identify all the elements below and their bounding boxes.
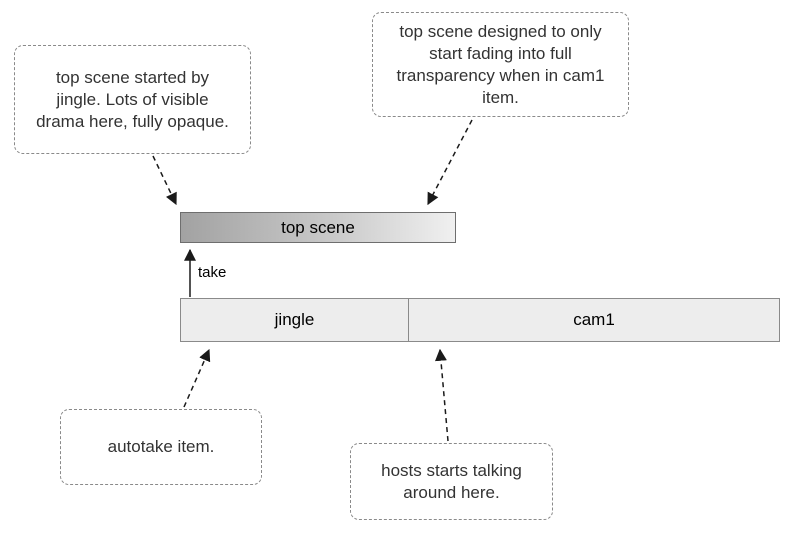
arrow-top-left-callout-to-top-scene [152, 155, 177, 206]
callout-autotake: autotake item. [60, 409, 262, 485]
bar-top-scene: top scene [180, 212, 456, 243]
bar-cam1: cam1 [409, 299, 779, 341]
bar-cam1-label: cam1 [573, 310, 615, 329]
bar-top-scene-label: top scene [281, 217, 355, 237]
callout-hosts-talking: hosts starts talking around here. [350, 443, 553, 520]
bar-row-timeline: jingle cam1 [180, 298, 780, 342]
callout-hosts-talking-text: hosts starts talking around here. [381, 460, 522, 502]
bar-jingle: jingle [181, 299, 409, 341]
callout-top-scene-start-text: top scene started by jingle. Lots of vis… [36, 67, 229, 131]
bar-jingle-label: jingle [274, 310, 315, 329]
callout-autotake-text: autotake item. [107, 437, 215, 456]
callout-top-scene-fade: top scene designed to only start fading … [372, 12, 629, 117]
arrow-top-right-callout-to-top-scene [427, 119, 473, 206]
arrow-autotake-callout-to-jingle [183, 348, 211, 408]
callout-top-scene-fade-text: top scene designed to only start fading … [396, 21, 605, 107]
arrow-hosts-callout-to-cam1 [434, 348, 449, 442]
callout-top-scene-start: top scene started by jingle. Lots of vis… [14, 45, 251, 154]
take-label: take [198, 264, 227, 281]
